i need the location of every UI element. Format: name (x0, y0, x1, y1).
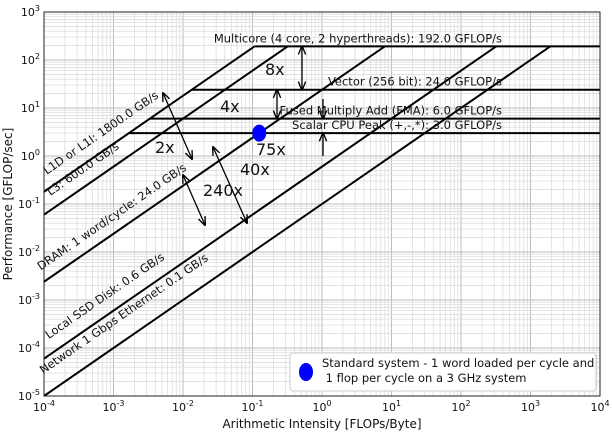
x-tick-label: 101 (382, 399, 401, 414)
annotation-arrows (163, 46, 323, 225)
compute-ceiling-label: Scalar CPU Peak (+,-,*): 3.0 GFLOP/s (292, 118, 502, 132)
multiplier-label: 240x (203, 181, 243, 200)
x-tick-label: 10-2 (172, 399, 194, 414)
legend-box (289, 352, 597, 392)
legend-text-line-1: Standard system - 1 word loaded per cycl… (322, 356, 594, 370)
x-axis-label: Arithmetic Intensity [FLOPs/Byte] (222, 417, 421, 431)
legend-text-line-2: 1 flop per cycle on a 3 GHz system (322, 371, 526, 385)
multiplier-arrow (213, 147, 247, 223)
multiplier-label: 75x (256, 140, 286, 159)
x-tick-label: 100 (312, 399, 331, 414)
multiplier-label: 40x (240, 160, 270, 179)
legend-marker (299, 363, 313, 381)
x-tick-label: 103 (521, 399, 540, 414)
y-tick-label: 101 (21, 100, 40, 115)
bandwidth-roof-line (43, 45, 256, 193)
x-tick-label: 104 (590, 399, 609, 414)
y-tick-label: 10-3 (18, 292, 40, 307)
multiplier-arrow (163, 93, 192, 159)
y-tick-label: 10-1 (18, 196, 40, 211)
multiplier-label: 2x (155, 138, 175, 157)
compute-ceiling-label: Vector (256 bit): 24.0 GFLOP/s (328, 75, 502, 89)
y-tick-label: 100 (21, 148, 40, 163)
multiplier-arrow (183, 175, 205, 225)
bandwidth-roof-line (43, 45, 551, 397)
legend: Standard system - 1 word loaded per cycl… (289, 352, 597, 392)
plot-frame (43, 11, 601, 397)
roofline-lines (43, 45, 600, 397)
y-axis-label: Performance [GFLOP/sec] (1, 128, 15, 281)
multiplier-label: 8x (265, 60, 285, 79)
y-tick-label: 10-2 (18, 244, 40, 259)
x-tick-label: 102 (451, 399, 470, 414)
y-tick-label: 10-4 (18, 340, 40, 355)
standard-system-point (252, 124, 267, 142)
compute-ceiling-label: Fused Multiply Add (FMA): 6.0 GFLOP/s (279, 104, 502, 118)
x-tick-label: 10-4 (33, 399, 55, 414)
compute-ceiling-label: Multicore (4 core, 2 hyperthreads): 192.… (214, 31, 502, 45)
x-tick-label: 10-1 (242, 399, 264, 414)
x-tick-label: 10-3 (103, 399, 125, 414)
bandwidth-roof-line (43, 45, 497, 360)
multiplier-label: 4x (220, 97, 240, 116)
y-tick-label: 102 (21, 52, 40, 67)
y-tick-label: 103 (21, 4, 40, 19)
